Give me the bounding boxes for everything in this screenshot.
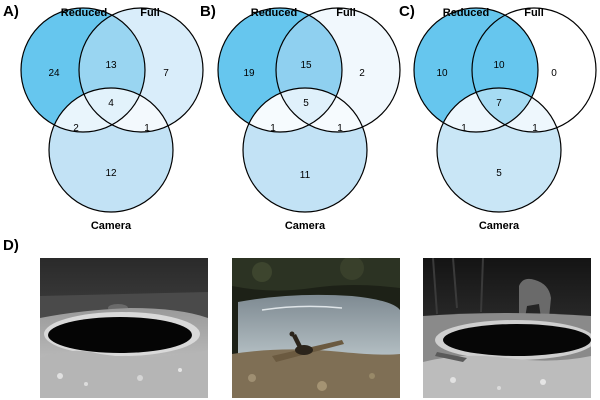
value-reduced-camera: 1 — [270, 123, 276, 134]
label-camera: Camera — [479, 220, 520, 232]
label-reduced: Reduced — [251, 7, 297, 19]
panel-letter-b: B) — [200, 3, 216, 20]
value-all-three: 4 — [108, 98, 114, 109]
value-reduced-only: 10 — [436, 68, 448, 79]
value-reduced-only: 24 — [48, 68, 60, 79]
label-camera: Camera — [285, 220, 326, 232]
value-reduced-full: 10 — [493, 60, 505, 71]
value-camera-only: 12 — [105, 168, 117, 179]
value-full-only: 2 — [359, 68, 365, 79]
value-camera-only: 5 — [496, 168, 502, 179]
value-reduced-camera: 2 — [73, 123, 79, 134]
venn-outlines — [217, 7, 401, 213]
value-reduced-full: 13 — [105, 60, 117, 71]
panel-letter-d: D) — [3, 237, 19, 254]
venn-outlines — [413, 7, 597, 213]
label-camera: Camera — [91, 220, 132, 232]
venn-diagram-b: Reduced Full Camera 19 15 2 5 1 1 11 — [217, 7, 401, 232]
value-full-only: 0 — [551, 68, 557, 79]
venn-regions — [414, 8, 596, 212]
label-reduced: Reduced — [61, 7, 107, 19]
label-full: Full — [140, 7, 160, 19]
night-waterhole-photo-1 — [40, 258, 208, 398]
venn-regions — [218, 8, 400, 212]
region-full-camera — [276, 88, 367, 132]
region-full-camera — [472, 88, 561, 132]
venn-regions — [21, 8, 203, 212]
value-full-camera: 1 — [144, 123, 150, 134]
value-all-three: 5 — [303, 98, 309, 109]
value-full-camera: 1 — [532, 123, 538, 134]
dusk-waterhole-photo-2 — [232, 258, 400, 398]
value-all-three: 7 — [496, 98, 502, 109]
value-full-only: 7 — [163, 68, 169, 79]
value-reduced-full: 15 — [300, 60, 312, 71]
value-camera-only: 11 — [300, 170, 311, 181]
venn-diagram-a: Reduced Full Camera 24 13 7 4 2 1 12 — [20, 7, 204, 232]
label-reduced: Reduced — [443, 7, 489, 19]
label-full: Full — [336, 7, 356, 19]
venn-diagram-c: Reduced Full Camera 10 10 0 7 1 1 5 — [413, 7, 597, 232]
venn-outlines — [20, 7, 204, 213]
label-full: Full — [524, 7, 544, 19]
panel-letter-c: C) — [399, 3, 415, 20]
night-waterhole-photo-3 — [423, 258, 591, 398]
value-reduced-only: 19 — [243, 68, 255, 79]
panel-letter-a: A) — [3, 3, 19, 20]
value-reduced-camera: 1 — [461, 123, 467, 134]
value-full-camera: 1 — [337, 123, 343, 134]
